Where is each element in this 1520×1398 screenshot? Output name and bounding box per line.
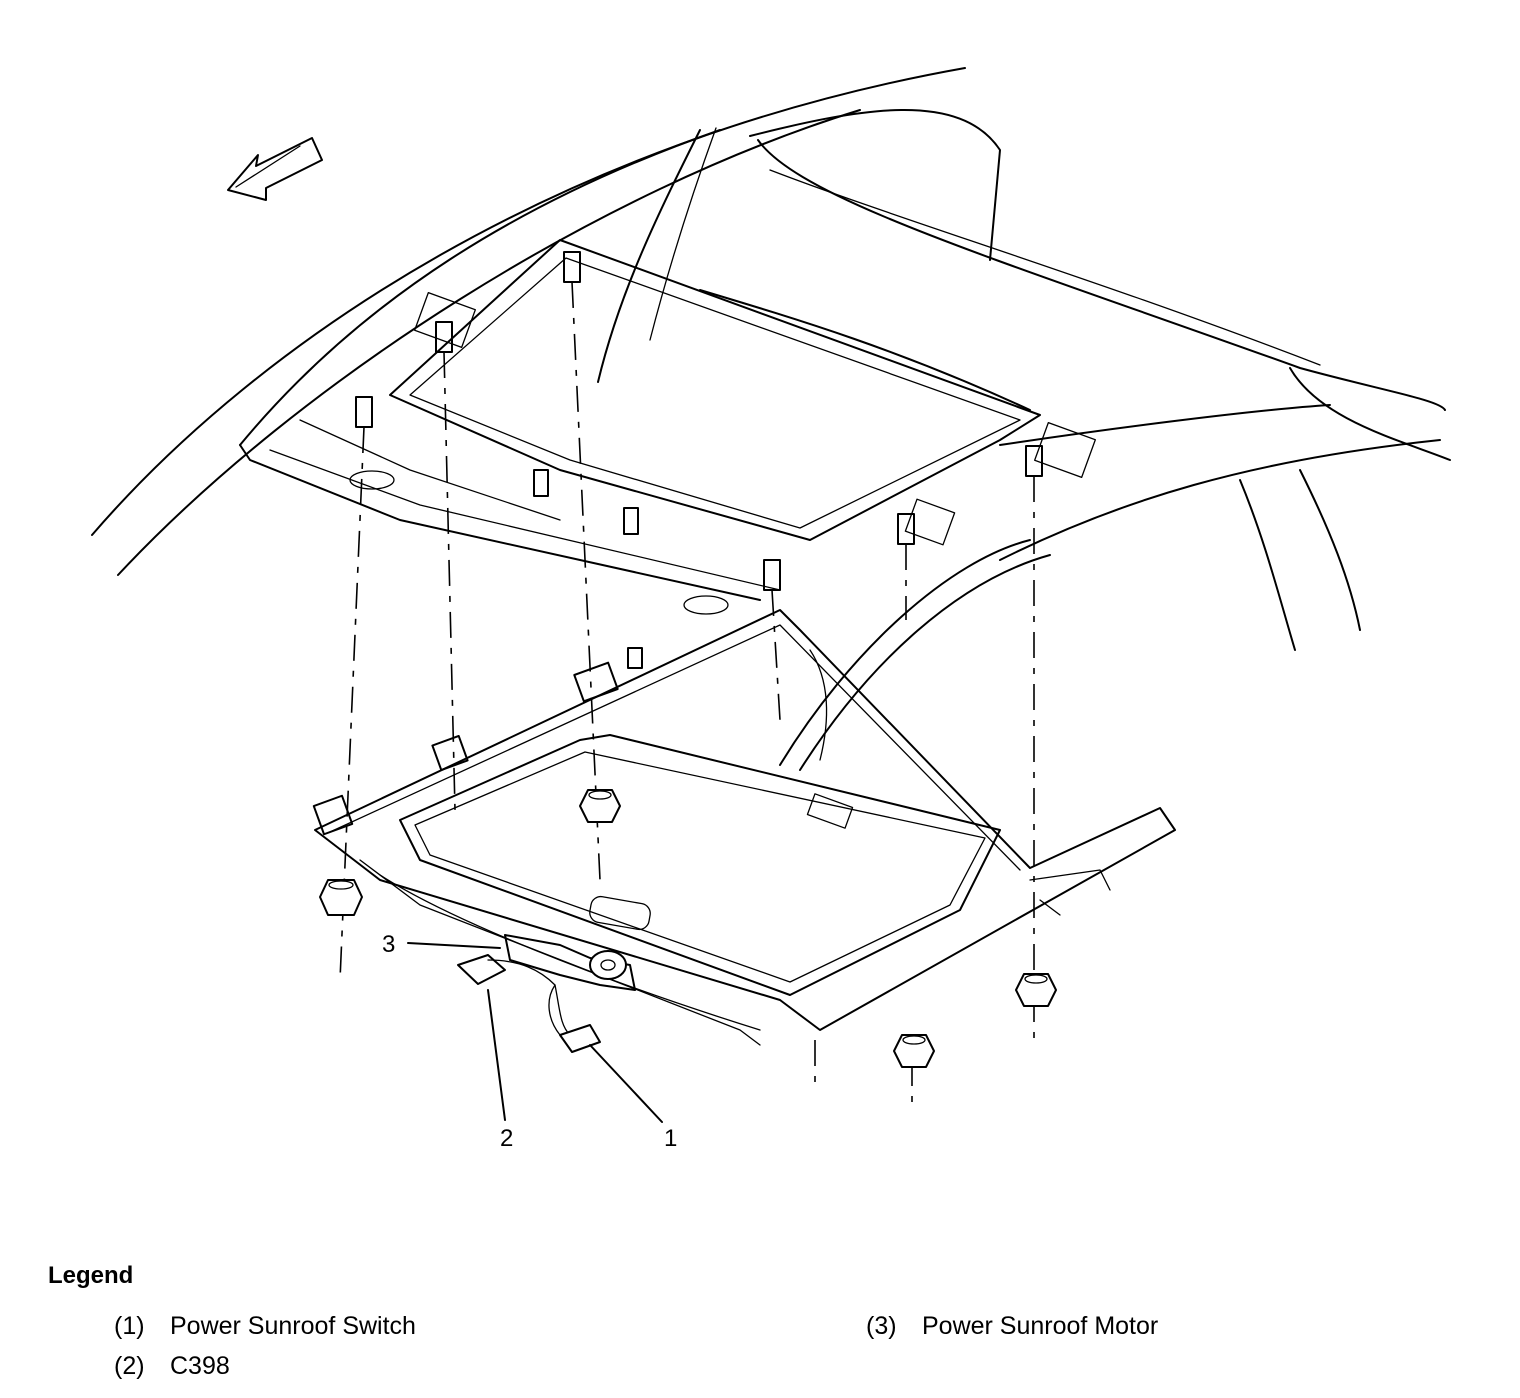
legend-item-label: C398 [170, 1352, 230, 1380]
alignment-lines [339, 281, 1035, 1110]
mounting-nuts [319, 789, 1057, 1068]
power-sunroof-motor [504, 934, 636, 991]
legend-item-number: (2) [114, 1352, 145, 1380]
callout-3: 3 [382, 931, 395, 958]
legend-item: (1) Power Sunroof Switch [114, 1312, 416, 1341]
legend-item: (3) Power Sunroof Motor [866, 1312, 1158, 1341]
callout-2: 2 [500, 1125, 513, 1152]
callout-leaders [407, 942, 663, 1123]
legend-item-number: (3) [866, 1312, 897, 1340]
roof-body [91, 67, 1451, 771]
legend-item-label: Power Sunroof Motor [922, 1312, 1159, 1340]
legend-title: Legend [48, 1262, 134, 1289]
legend-item-number: (1) [114, 1312, 145, 1340]
mounting-studs [355, 251, 1043, 591]
legend: Legend (1) Power Sunroof Switch (2) C398 (… [48, 1258, 1488, 1388]
sunroof-module-frame [312, 609, 1176, 1046]
front-direction-arrow-icon [227, 137, 323, 201]
sunroof-assembly-diagram: 3 2 1 [91, 67, 1451, 1152]
legend-item-label: Power Sunroof Switch [170, 1312, 416, 1340]
callout-1: 1 [664, 1125, 677, 1152]
legend-item: (2) C398 [114, 1352, 230, 1381]
